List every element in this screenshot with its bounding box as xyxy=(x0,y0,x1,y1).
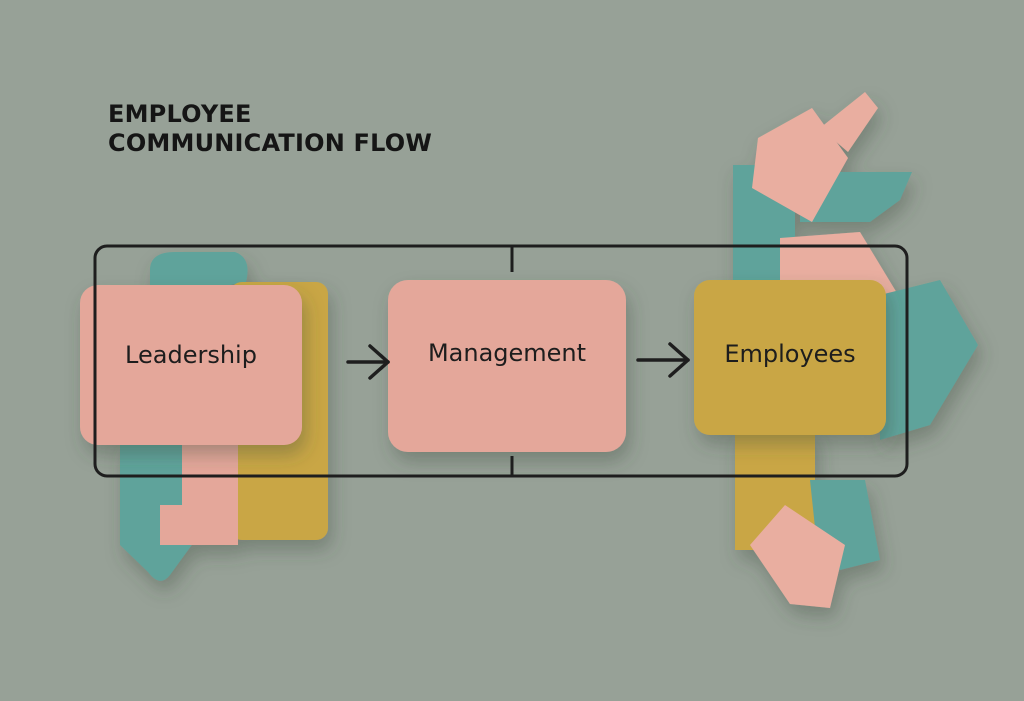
node-employees-box xyxy=(694,280,886,435)
flow-frame xyxy=(93,244,909,478)
node-leadership-box xyxy=(80,285,302,445)
title-line-1: EMPLOYEE xyxy=(108,100,252,128)
arrow-management-to-employees xyxy=(636,342,690,378)
arrow-leadership-to-management xyxy=(346,344,390,380)
node-management-box xyxy=(388,280,626,452)
pink-arrow-shape-left xyxy=(160,440,238,545)
title-line-2: COMMUNICATION FLOW xyxy=(108,129,433,157)
node-employees-label: Employees xyxy=(724,340,856,368)
pink-sliver-top xyxy=(820,92,878,152)
pink-shard-top xyxy=(752,108,848,222)
pink-block-bottom xyxy=(750,505,845,608)
node-management-label: Management xyxy=(427,339,587,367)
teal-wedge-right xyxy=(880,280,978,440)
diagram-title: EMPLOYEE COMMUNICATION FLOW xyxy=(108,100,432,158)
node-leadership-label: Leadership xyxy=(125,341,257,369)
right-decor-cluster xyxy=(733,92,978,608)
